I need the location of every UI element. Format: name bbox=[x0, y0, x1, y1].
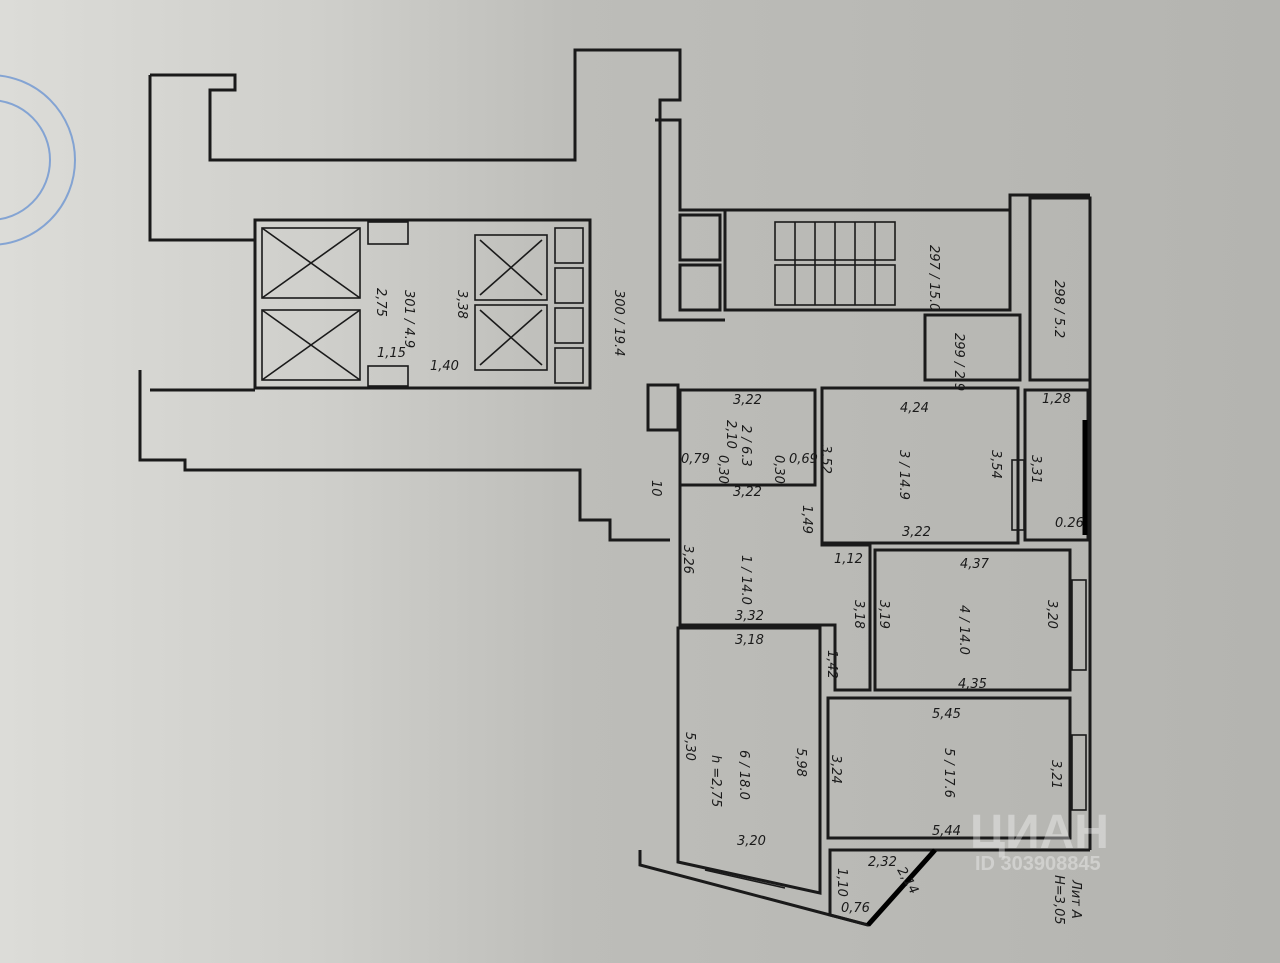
walls bbox=[138, 48, 1092, 927]
room-1-label: 1 / 14.0 bbox=[738, 555, 753, 605]
dim: 2,75 bbox=[373, 288, 388, 317]
dim: 3,22 bbox=[733, 393, 762, 408]
dim: 4,24 bbox=[900, 401, 929, 416]
dim: 3,52 bbox=[818, 445, 833, 474]
room-300-label: 300 / 19.4 bbox=[611, 290, 626, 356]
dim: 4,35 bbox=[958, 677, 987, 692]
height-note: H=3,05 bbox=[1051, 875, 1066, 925]
dim: 3,54 bbox=[988, 450, 1003, 479]
room-5-label: 5 / 17.6 bbox=[941, 748, 956, 798]
room-298-label: 298 / 5.2 bbox=[1051, 280, 1066, 338]
dim: 3,20 bbox=[737, 834, 766, 849]
dim: 5,45 bbox=[932, 707, 961, 722]
dim: 1,40 bbox=[430, 359, 459, 374]
dim: 3,21 bbox=[1048, 760, 1063, 789]
room-301-label: 301 / 4.9 bbox=[401, 290, 416, 348]
dim: 5,30 bbox=[682, 732, 697, 761]
dim: 3,38 bbox=[454, 290, 469, 319]
room-2-label: 2 / 6.3 bbox=[738, 425, 753, 467]
dim: 5,44 bbox=[932, 824, 961, 839]
dim: 3,26 bbox=[680, 545, 695, 574]
dim: 4,37 bbox=[960, 557, 990, 572]
cian-watermark: ЦИАН ID 303908845 bbox=[970, 806, 1109, 875]
letter-note: Лит А bbox=[1068, 879, 1083, 919]
dim: 2,10 bbox=[723, 420, 738, 449]
dim: 5,98 bbox=[793, 748, 808, 777]
dim: 10 bbox=[648, 480, 663, 497]
dim: 1,28 bbox=[1042, 392, 1071, 407]
svg-text:ЦИАН: ЦИАН bbox=[970, 806, 1109, 859]
room-6-height: h =2,75 bbox=[708, 755, 723, 807]
dim: 3,22 bbox=[733, 485, 762, 500]
dim: 2,32 bbox=[868, 855, 897, 870]
dim: 0,30 bbox=[715, 455, 730, 484]
dim: 3,22 bbox=[902, 525, 931, 540]
dim: 1,12 bbox=[834, 552, 863, 567]
room-299-label: 299 / 2.9 bbox=[951, 333, 966, 391]
dim: 3,18 bbox=[735, 633, 764, 648]
dim: 1,49 bbox=[799, 505, 814, 534]
dim: 1,42 bbox=[824, 650, 839, 679]
room-3-label: 3 / 14.9 bbox=[896, 450, 911, 500]
dim: 3,19 bbox=[876, 600, 891, 629]
dim: 0,76 bbox=[841, 901, 870, 916]
dim: 3,32 bbox=[735, 609, 764, 624]
dim: 0.26 bbox=[1055, 516, 1084, 531]
dim: 0,69 bbox=[789, 452, 818, 467]
dim: 3,18 bbox=[851, 600, 866, 629]
dim: 1,15 bbox=[377, 346, 406, 361]
dim: 1,10 bbox=[834, 868, 849, 897]
dim: 3,24 bbox=[828, 755, 843, 784]
room-4-label: 4 / 14.0 bbox=[956, 605, 971, 655]
dim: 3,20 bbox=[1044, 600, 1059, 629]
dim: 0,30 bbox=[771, 455, 786, 484]
dim: 3,31 bbox=[1028, 455, 1043, 484]
svg-text:ID 303908845: ID 303908845 bbox=[975, 853, 1101, 875]
dim: 0,79 bbox=[681, 452, 710, 467]
stamp-seal bbox=[0, 74, 76, 246]
room-6-label: 6 / 18.0 bbox=[736, 750, 751, 800]
room-297-label: 297 / 15.0 bbox=[926, 245, 941, 311]
